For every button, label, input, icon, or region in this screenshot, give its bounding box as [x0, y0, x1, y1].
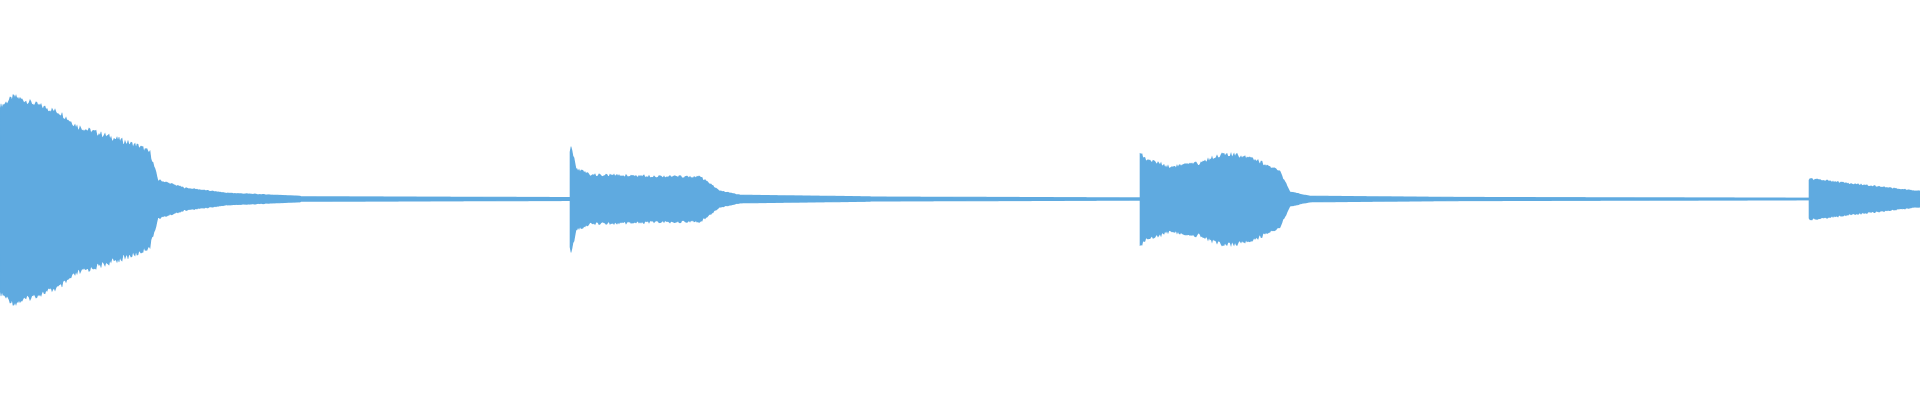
waveform-group: [0, 94, 1920, 306]
waveform-event-2: [569, 146, 1141, 253]
waveform-event-3: [1139, 151, 1811, 247]
waveform-event-4: [1808, 178, 1920, 221]
